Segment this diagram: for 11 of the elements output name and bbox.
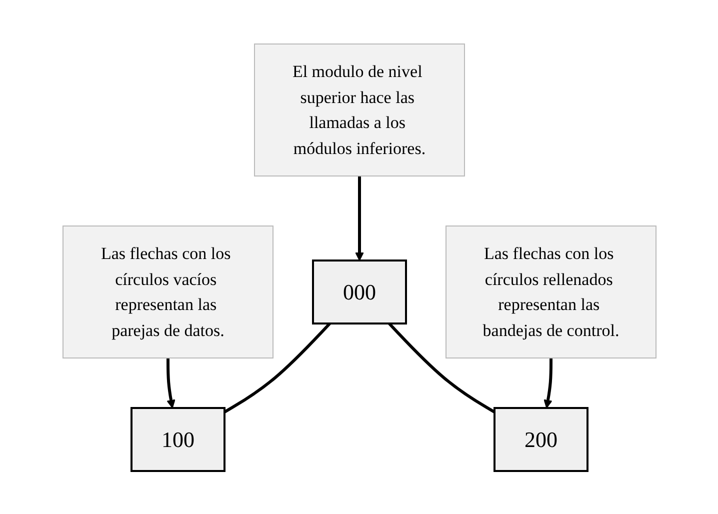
arrow [166,358,175,408]
arrow [354,176,364,260]
node-box: 000 [312,259,406,324]
node-box: El modulo de nivel superior hace las llamadas a los módulos inferiores. [254,43,464,176]
connector [388,322,495,413]
arrow [543,358,552,408]
connector [223,322,330,413]
node-box: Las flechas con los círculos rellenados representan las bandejas de control. [445,225,656,358]
node-box: 100 [130,406,225,472]
node-box: 200 [493,406,588,472]
node-box: Las flechas con los círculos vacíos representan las parejas de datos. [62,225,273,358]
